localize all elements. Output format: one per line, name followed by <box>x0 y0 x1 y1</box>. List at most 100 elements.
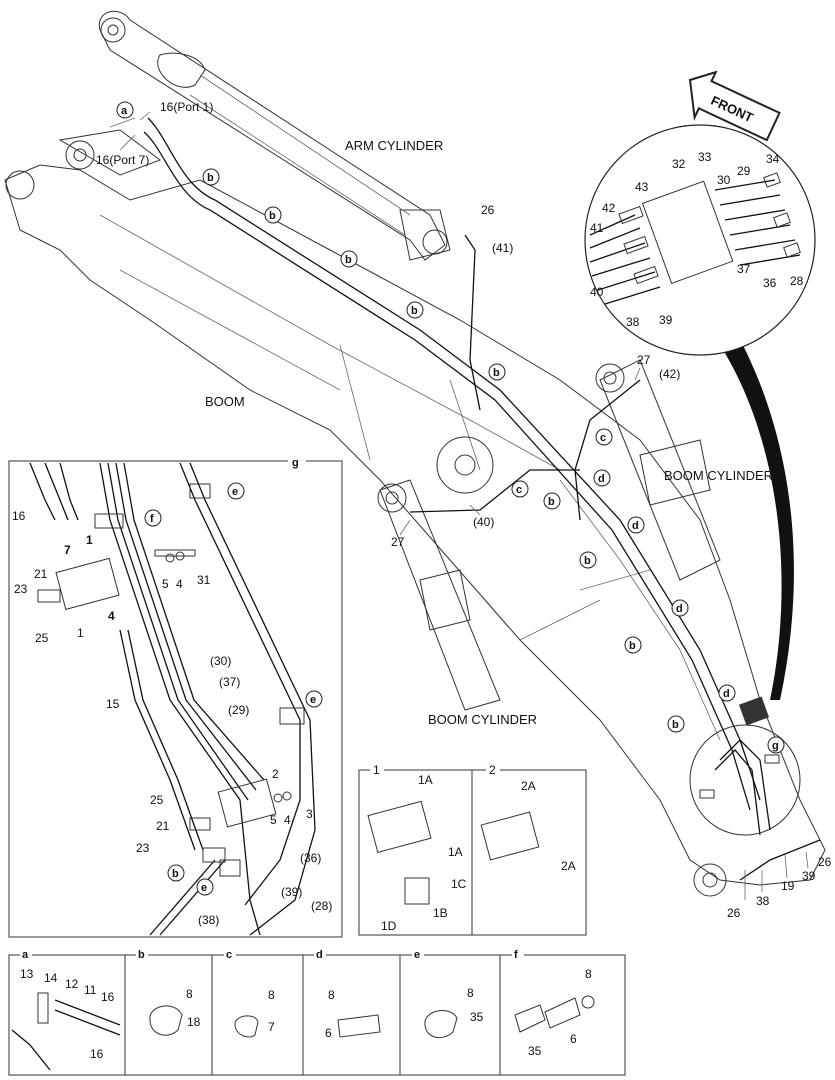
bubble-b-1: b <box>202 168 220 186</box>
callout-26-top: 26 <box>481 203 495 217</box>
g-location-circle <box>689 724 801 836</box>
cd-33: 33 <box>698 150 712 164</box>
g-4-port: 4 <box>108 609 115 623</box>
a-14: 14 <box>44 971 58 985</box>
g-30: (30) <box>210 654 231 668</box>
g-25: 25 <box>35 631 49 645</box>
cd-43: 43 <box>635 180 649 194</box>
svg-text:b: b <box>493 367 500 379</box>
svg-text:d: d <box>676 603 683 615</box>
callout-26-right: 26 <box>818 855 832 869</box>
valve-2-title: 2 <box>489 763 496 777</box>
bubble-c-2: c <box>511 480 529 498</box>
svg-text:b: b <box>548 496 555 508</box>
g-38: (38) <box>198 913 219 927</box>
svg-text:b: b <box>672 719 679 731</box>
bubble-b-8: b <box>624 636 642 654</box>
hose-routing <box>143 117 821 881</box>
panel-g-labels: 16 7 1 21 23 25 1 4 5 4 31 15 (30) (37) … <box>12 482 332 927</box>
callout-27-right: 27 <box>637 353 651 367</box>
bubble-b-5: b <box>488 363 506 381</box>
valve-2A-right: 2A <box>561 859 576 873</box>
g-5: 5 <box>162 577 169 591</box>
c-7: 7 <box>268 1020 275 1034</box>
d-6: 6 <box>325 1026 332 1040</box>
valve-1C: 1C <box>451 877 467 891</box>
svg-text:c: c <box>516 484 522 496</box>
callout-19: 19 <box>781 879 795 893</box>
g-1-port: 1 <box>86 533 93 547</box>
detail-a-title: a <box>22 949 29 961</box>
boom-cylinder-left-drawing <box>377 479 501 711</box>
circle-detail-labels: 32 33 29 34 30 43 42 41 40 37 36 28 38 3… <box>590 150 804 329</box>
detail-panel-g: g <box>8 454 343 938</box>
callout-27-left: 27 <box>391 535 405 549</box>
svg-text:c: c <box>600 432 606 444</box>
bubble-b-2: b <box>264 206 282 224</box>
cd-39: 39 <box>659 313 673 327</box>
svg-text:f: f <box>150 513 154 525</box>
a-11: 11 <box>84 983 97 997</box>
arm-cylinder-label: ARM CYLINDER <box>345 138 443 153</box>
cd-29: 29 <box>737 164 751 178</box>
bubble-g-main: g <box>767 736 785 754</box>
svg-text:b: b <box>172 868 179 880</box>
svg-text:a: a <box>121 105 128 117</box>
f-35: 35 <box>528 1044 542 1058</box>
svg-text:e: e <box>201 882 207 894</box>
g-23: 23 <box>14 582 28 596</box>
g-21b: 21 <box>156 819 170 833</box>
bubble-d-3: d <box>671 599 689 617</box>
svg-text:b: b <box>629 640 636 652</box>
g-4c: 4 <box>284 813 291 827</box>
cd-36: 36 <box>763 276 777 290</box>
bubble-b-9: b <box>667 715 685 733</box>
panel-g-title: g <box>292 457 299 469</box>
callout-38: 38 <box>756 894 770 908</box>
g-2: 2 <box>272 767 279 781</box>
detail-zoom-wedge <box>720 330 794 700</box>
boom-label: BOOM <box>205 394 245 409</box>
g-4: 4 <box>176 577 183 591</box>
svg-text:e: e <box>310 694 316 706</box>
b-18: 18 <box>187 1015 201 1029</box>
main-bubbles: a b b b b b c c b d d b d b d b g <box>116 101 785 754</box>
valve-1A-top: 1A <box>418 773 433 787</box>
cd-32: 32 <box>672 157 686 171</box>
g-28: (28) <box>311 899 332 913</box>
valve-1A-right: 1A <box>448 845 463 859</box>
bubble-d-1: d <box>593 469 611 487</box>
svg-text:d: d <box>598 473 605 485</box>
g-39: (39) <box>281 885 302 899</box>
g-15: 15 <box>106 697 120 711</box>
detail-f-title: f <box>514 949 518 961</box>
callout-40: (40) <box>473 515 494 529</box>
cd-38: 38 <box>626 315 640 329</box>
cd-40: 40 <box>590 285 604 299</box>
bubble-f-g: f <box>144 509 162 527</box>
callout-port1: 16(Port 1) <box>160 100 213 114</box>
bubble-b-6: b <box>543 492 561 510</box>
g-3: 3 <box>306 807 313 821</box>
bubble-b-4: b <box>406 301 424 319</box>
svg-text:b: b <box>411 305 418 317</box>
g-25b: 25 <box>150 793 164 807</box>
boom-drawing <box>4 129 826 897</box>
valve-2A-top: 2A <box>521 779 536 793</box>
boom-cylinder-right-drawing <box>595 359 721 581</box>
c-8: 8 <box>268 988 275 1002</box>
valve-circle-detail <box>584 124 816 356</box>
svg-text:b: b <box>207 172 214 184</box>
callout-26-bottom: 26 <box>727 906 741 920</box>
f-6: 6 <box>570 1032 577 1046</box>
g-5b: 5 <box>270 813 277 827</box>
bubble-b-7: b <box>579 551 597 569</box>
svg-text:b: b <box>345 254 352 266</box>
g-36: (36) <box>300 851 321 865</box>
f-8: 8 <box>585 967 592 981</box>
g-location-detail <box>699 696 780 836</box>
bubble-c-1: c <box>595 428 613 446</box>
svg-text:d: d <box>632 520 639 532</box>
bubble-d-2: d <box>627 516 645 534</box>
bubble-a-main: a <box>116 101 134 119</box>
